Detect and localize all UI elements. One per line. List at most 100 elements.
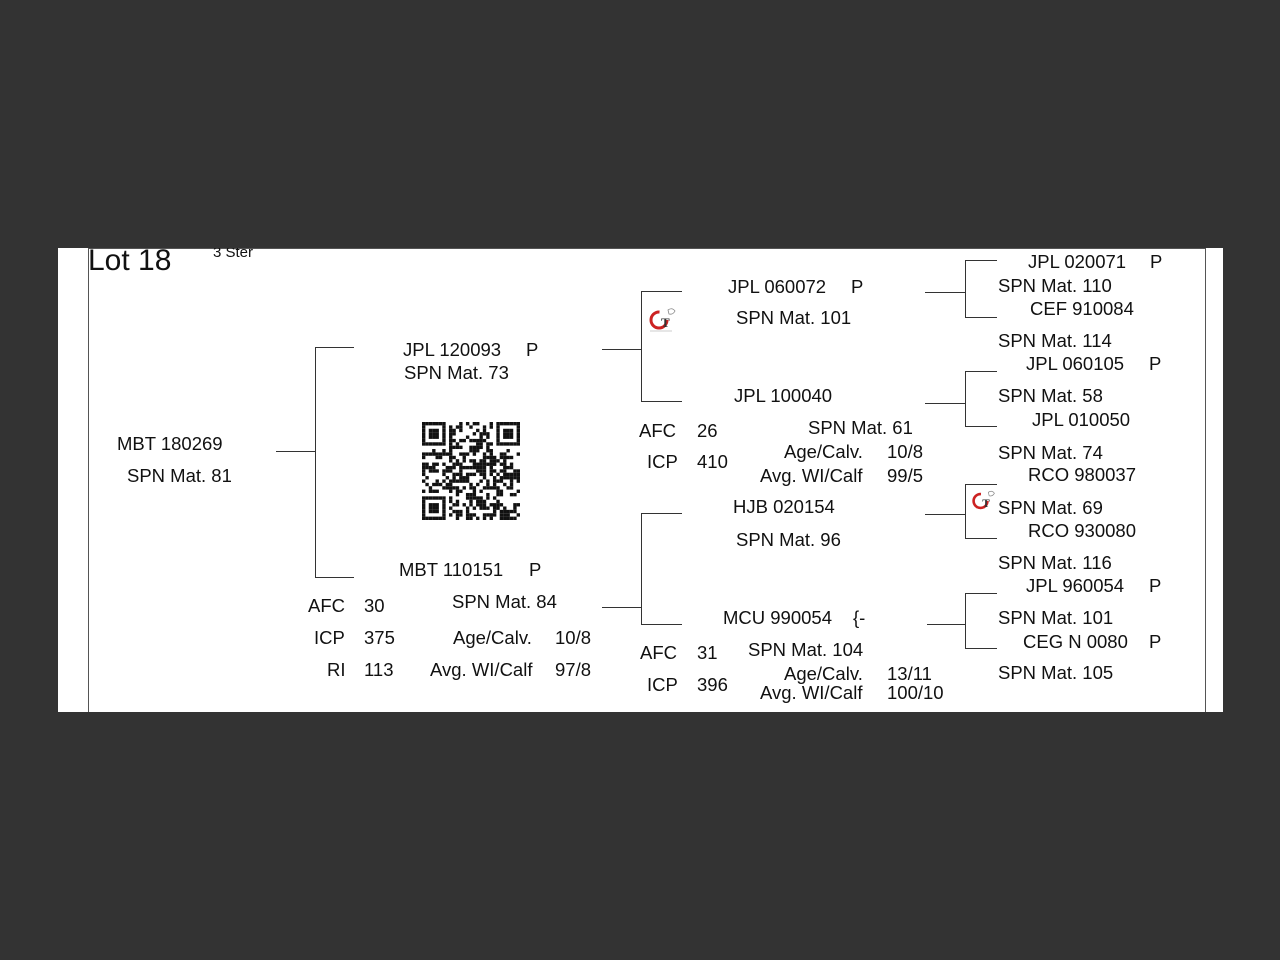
ssd-id: CEF 910084 [1030,298,1134,319]
sd-afc-label: AFC [639,420,676,441]
animal-id: MBT 180269 [117,433,223,454]
connector-line [965,426,997,427]
sd-agecalv-label: Age/Calv. [784,441,863,462]
dds-mat: SPN Mat. 101 [998,607,1114,628]
dd-afc-value: 31 [697,642,718,663]
dam-flag: P [529,559,542,580]
connector-line [276,451,315,452]
ds-mat: SPN Mat. 96 [736,529,841,550]
ssd-mat: SPN Mat. 114 [998,330,1112,351]
ddd-mat: SPN Mat. 105 [998,662,1114,683]
sire-flag: P [526,339,539,360]
qr-code-icon [422,422,520,520]
connector-line [965,538,997,539]
sd-avgwi-label: Avg. WI/Calf [760,465,863,486]
connector-line [641,401,682,402]
dd-icp-value: 396 [697,674,728,695]
dam-avgwi-value: 97/8 [555,659,592,680]
pedigree-sheet: Lot 18 3 Ster MBT 180269 SPN Mat. 81 JPL… [58,248,1223,712]
dds-flag: P [1149,575,1162,596]
connector-line [965,484,966,538]
sds-flag: P [1149,353,1162,374]
connector-line [641,513,682,514]
dam-avgwi-label: Avg. WI/Calf [430,659,533,680]
connector-line [965,593,966,648]
dd-icp-label: ICP [647,674,678,695]
dd-id: MCU 990054 [723,607,833,628]
connector-line [641,624,682,625]
sss-id: JPL 020071 [1028,251,1127,272]
ds-id: HJB 020154 [733,496,835,517]
dam-agecalv-label: Age/Calv. [453,627,532,648]
dd-agecalv-value: 13/11 [887,663,932,684]
dds-id: JPL 960054 [1026,575,1125,596]
connector-line [965,317,997,318]
dd-afc-label: AFC [640,642,677,663]
ddd-id: CEG N 0080 [1023,631,1128,652]
dss-id: RCO 980037 [1028,464,1136,485]
dam-ri-value: 113 [364,659,394,680]
dd-flag: {- [853,607,866,628]
ddd-flag: P [1149,631,1162,652]
connector-line [925,292,965,293]
connector-line [965,260,997,261]
connector-line [965,371,997,372]
connector-line [315,347,354,348]
dam-agecalv-value: 10/8 [555,627,592,648]
sds-id: JPL 060105 [1026,353,1125,374]
sd-mat: SPN Mat. 61 [808,417,913,438]
svg-text:T: T [982,498,990,510]
connector-line [315,347,316,577]
connector-line [925,403,965,404]
dam-id: MBT 110151 [399,559,504,580]
ss-mat: SPN Mat. 101 [736,307,852,328]
svg-text:T: T [661,315,670,330]
sdd-mat: SPN Mat. 74 [998,442,1103,463]
sdd-id: JPL 010050 [1032,409,1131,430]
dd-avgwi-label: Avg. WI/Calf [760,682,863,703]
dam-mat: SPN Mat. 84 [452,591,557,612]
gt-logo-icon: T [972,490,995,510]
sss-mat: SPN Mat. 110 [998,275,1112,296]
sire-id: JPL 120093 [403,339,502,360]
connector-line [925,514,965,515]
ss-id: JPL 060072 [728,276,827,297]
connector-line [965,484,997,485]
dsd-id: RCO 930080 [1028,520,1136,541]
connector-line [927,624,965,625]
sd-afc-value: 26 [697,420,718,441]
dsd-mat: SPN Mat. 116 [998,552,1112,573]
dd-mat: SPN Mat. 104 [748,639,864,660]
sds-mat: SPN Mat. 58 [998,385,1103,406]
sheet-left-border [88,248,89,712]
connector-line [965,260,966,317]
dam-ri-label: RI [327,659,346,680]
sd-icp-label: ICP [647,451,678,472]
connector-line [315,577,354,578]
sd-avgwi-value: 99/5 [887,465,924,486]
sheet-top-border [88,248,1206,249]
sd-id: JPL 100040 [734,385,833,406]
connector-line [602,349,642,350]
lot-number: Lot 18 [88,248,172,277]
ss-flag: P [851,276,864,297]
dam-afc-value: 30 [364,595,385,616]
animal-mat: SPN Mat. 81 [127,465,232,486]
gt-logo-icon: T [649,308,676,332]
sd-icp-value: 410 [697,451,728,472]
dd-agecalv-label: Age/Calv. [784,663,863,684]
sire-mat: SPN Mat. 73 [404,362,509,383]
connector-line [641,291,682,292]
dam-icp-value: 375 [364,627,395,648]
connector-line [965,371,966,426]
connector-line [965,648,997,649]
sheet-right-border [1205,248,1206,712]
sd-agecalv-value: 10/8 [887,441,924,462]
sss-flag: P [1150,251,1163,272]
connector-line [965,593,997,594]
dd-avgwi-value: 100/10 [887,682,944,703]
dam-afc-label: AFC [308,595,345,616]
connector-line [602,607,642,608]
dss-mat: SPN Mat. 69 [998,497,1103,518]
dam-icp-label: ICP [314,627,345,648]
